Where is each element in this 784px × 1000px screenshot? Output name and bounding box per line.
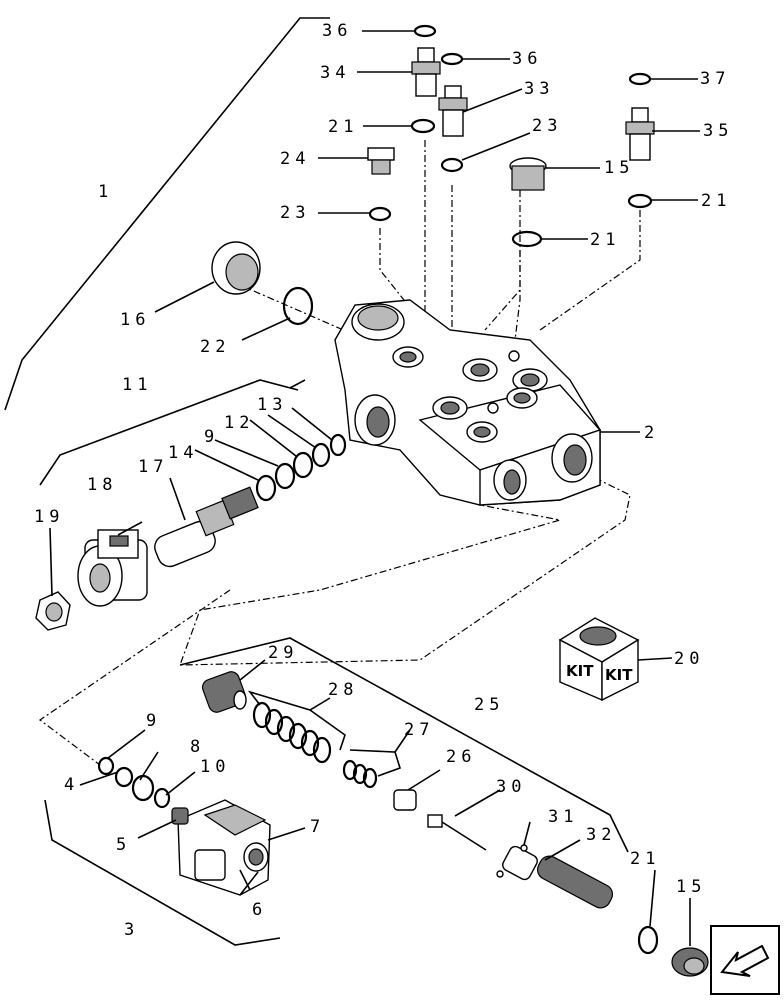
assembly-1-bracket bbox=[4, 17, 330, 411]
label-15-top: 15 bbox=[604, 158, 634, 178]
label-26: 26 bbox=[446, 747, 476, 767]
label-10: 10 bbox=[200, 757, 230, 777]
label-14: 14 bbox=[168, 443, 198, 463]
part-labels: 36 36 34 33 37 21 23 35 24 15 23 21 21 1… bbox=[34, 21, 733, 940]
sleeve-26 bbox=[393, 789, 417, 811]
label-31: 31 bbox=[548, 807, 578, 827]
kit-label-left: KIT bbox=[566, 662, 594, 680]
label-23-b: 23 bbox=[280, 203, 310, 223]
kit-box-icon: KIT KIT bbox=[558, 617, 640, 702]
label-25: 25 bbox=[474, 695, 504, 715]
plug-29 bbox=[201, 671, 247, 713]
label-4: 4 bbox=[64, 775, 79, 795]
label-19: 19 bbox=[34, 507, 64, 527]
kit-label-right: KIT bbox=[605, 666, 633, 684]
label-13: 13 bbox=[257, 395, 287, 415]
coil-18 bbox=[77, 529, 148, 607]
assembly-3-bracket bbox=[44, 799, 281, 946]
label-20: 20 bbox=[674, 649, 704, 669]
fitting-35 bbox=[625, 107, 655, 161]
pin-30 bbox=[427, 814, 487, 851]
label-28: 28 bbox=[328, 680, 358, 700]
plug-16 bbox=[211, 241, 261, 295]
label-22: 22 bbox=[200, 337, 230, 357]
spool-32 bbox=[496, 844, 614, 909]
label-33: 33 bbox=[524, 79, 554, 99]
label-21-c: 21 bbox=[590, 230, 620, 250]
label-11: 11 bbox=[122, 375, 152, 395]
label-37: 37 bbox=[700, 69, 730, 89]
o-ring-21-bottom bbox=[637, 925, 659, 955]
cartridge-17 bbox=[154, 486, 259, 568]
plug-15-top bbox=[509, 157, 547, 191]
label-29: 29 bbox=[268, 643, 298, 663]
plug-15-bottom bbox=[671, 947, 709, 977]
label-9-bottom: 9 bbox=[146, 711, 161, 731]
label-15-bottom: 15 bbox=[676, 877, 706, 897]
label-5: 5 bbox=[116, 835, 131, 855]
label-27: 27 bbox=[404, 720, 434, 740]
o-rings-lower-left bbox=[97, 756, 171, 809]
plug-24 bbox=[367, 147, 395, 175]
label-30: 30 bbox=[496, 777, 526, 797]
valve-body bbox=[334, 299, 602, 506]
leader-lines bbox=[49, 30, 700, 946]
label-32: 32 bbox=[586, 825, 616, 845]
label-8: 8 bbox=[190, 737, 205, 757]
label-21-d: 21 bbox=[630, 849, 660, 869]
label-36-top: 36 bbox=[322, 21, 352, 41]
label-7: 7 bbox=[310, 817, 325, 837]
label-2: 2 bbox=[644, 423, 659, 443]
navigation-arrow-icon[interactable] bbox=[710, 925, 780, 995]
label-34: 34 bbox=[320, 63, 350, 83]
solenoid-valve-3 bbox=[171, 799, 271, 896]
label-3: 3 bbox=[124, 920, 139, 940]
assembly-11-bracket bbox=[39, 379, 299, 486]
label-9-top: 9 bbox=[204, 427, 219, 447]
label-12: 12 bbox=[224, 413, 254, 433]
label-24: 24 bbox=[280, 149, 310, 169]
label-18: 18 bbox=[87, 475, 117, 495]
assembly-25-bracket bbox=[179, 637, 629, 853]
fitting-33 bbox=[438, 85, 468, 137]
label-1: 1 bbox=[98, 182, 113, 202]
label-35: 35 bbox=[703, 121, 733, 141]
label-23-a: 23 bbox=[532, 116, 562, 136]
o-rings-solenoid bbox=[255, 433, 347, 502]
spring-27 bbox=[342, 759, 378, 789]
fitting-34 bbox=[411, 47, 441, 97]
label-36: 36 bbox=[512, 49, 542, 69]
label-21-a: 21 bbox=[328, 117, 358, 137]
label-16: 16 bbox=[120, 310, 150, 330]
spring-28 bbox=[252, 701, 332, 764]
label-21-b: 21 bbox=[701, 191, 731, 211]
nut-19 bbox=[35, 591, 71, 631]
label-17: 17 bbox=[138, 457, 168, 477]
label-6: 6 bbox=[252, 900, 267, 920]
